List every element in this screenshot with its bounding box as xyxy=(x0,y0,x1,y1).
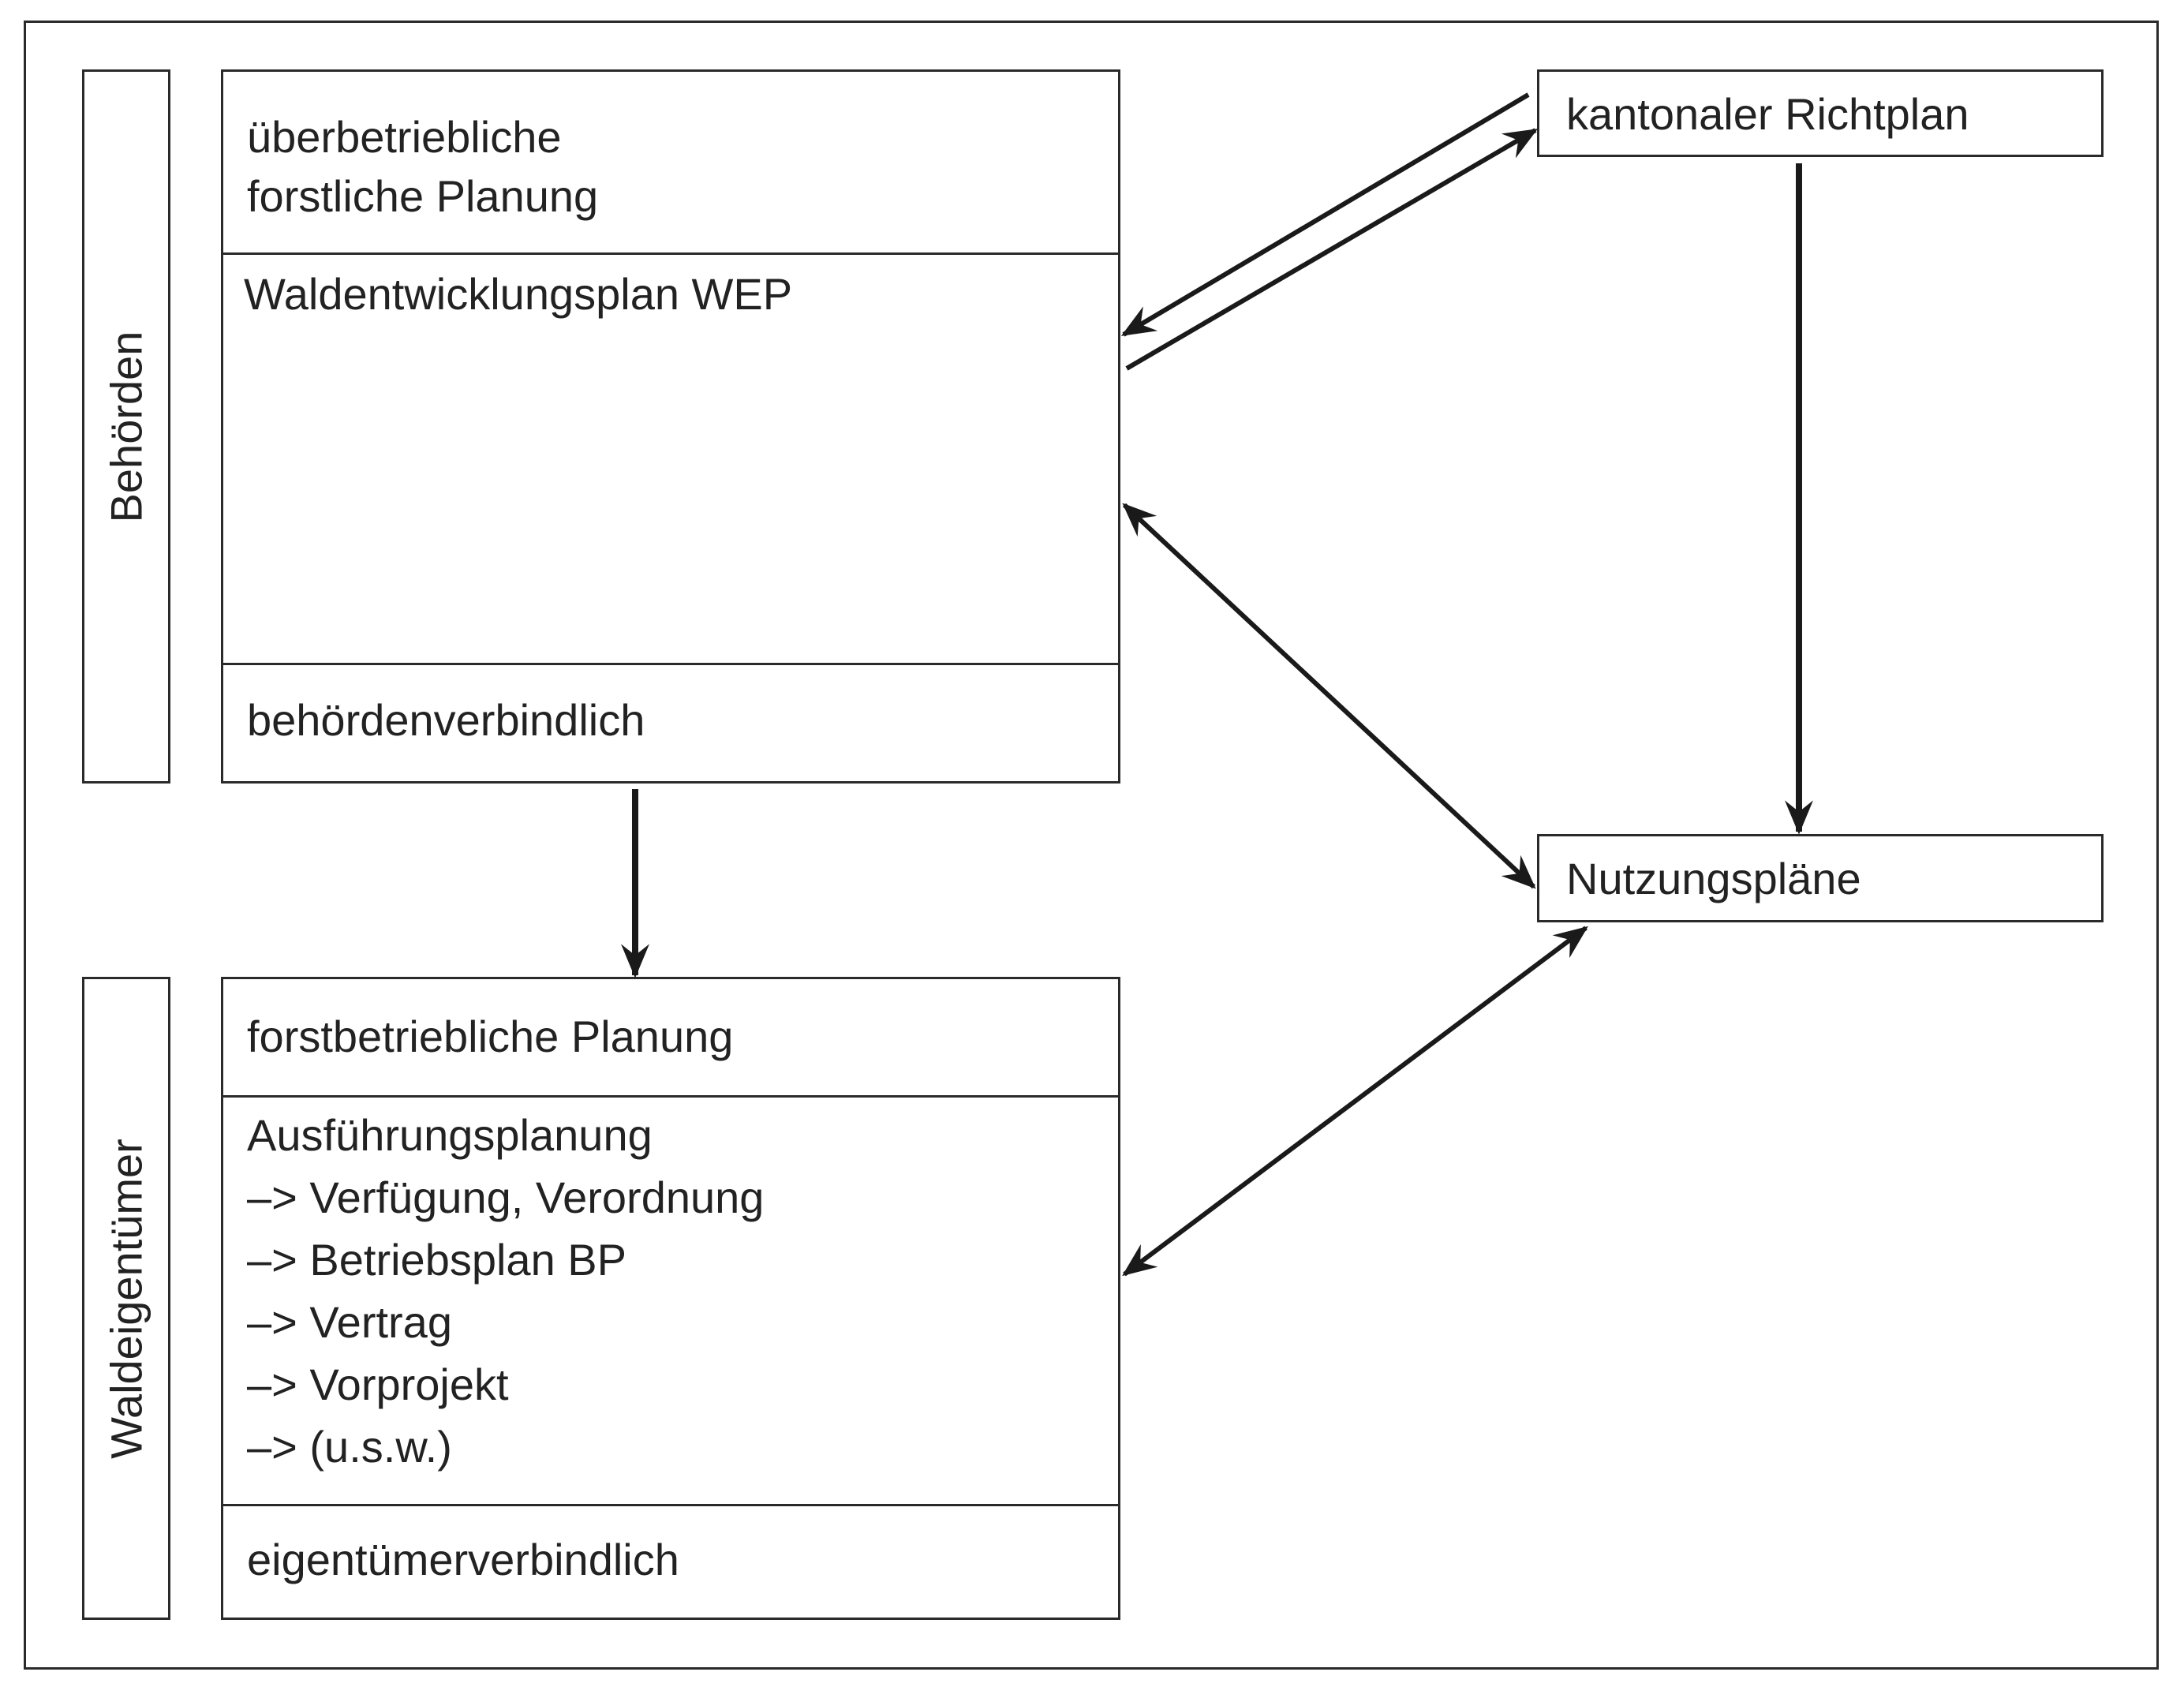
arrow-wep-nutzung-bidirectional xyxy=(1122,503,1536,889)
ausfuehrung-line-6: –> (u.s.w.) xyxy=(247,1422,452,1472)
lower-footer-cell: eigentümerverbindlich xyxy=(223,1504,1118,1618)
forstbetriebliche-label: forstbetriebliche Planung xyxy=(247,1012,734,1061)
eigentuemerverbindlich-label: eigentümerverbindlich xyxy=(247,1535,679,1584)
upper-header-line-1: überbetriebliche xyxy=(247,112,562,162)
ausfuehrung-line-1: Ausführungsplanung xyxy=(247,1110,653,1160)
ausfuehrung-line-4: –> Vertrag xyxy=(247,1297,452,1347)
ausfuehrung-cell: Ausführungsplanung –> Verfügung, Verordn… xyxy=(223,1095,1118,1504)
wep-label: Waldentwicklungsplan WEP xyxy=(244,269,793,319)
richtplan-box: kantonaler Richtplan xyxy=(1537,69,2104,157)
ausfuehrung-line-3: –> Betriebsplan BP xyxy=(247,1235,626,1285)
nutzungsplaene-box: Nutzungspläne xyxy=(1537,834,2104,922)
upper-footer-cell: behördenverbindlich xyxy=(223,663,1118,781)
side-label-behoerden: Behörden xyxy=(82,69,170,784)
ausfuehrung-line-2: –> Verfügung, Verordnung xyxy=(247,1173,765,1222)
diagram-frame xyxy=(24,21,2159,1670)
behoerdenverbindlich-label: behördenverbindlich xyxy=(247,695,645,745)
side-label-waldeigentuemer: Waldeigentümer xyxy=(82,977,170,1620)
upper-header-cell: überbetriebliche forstliche Planung xyxy=(223,72,1118,252)
wep-cell: Waldentwicklungsplan WEP xyxy=(223,252,1118,663)
upper-header-line-2: forstliche Planung xyxy=(247,171,599,221)
nutzungsplaene-label: Nutzungspläne xyxy=(1566,854,1861,903)
ausfuehrung-line-5: –> Vorprojekt xyxy=(247,1360,509,1409)
arrow-nutzung-ausfuehrung-bidirectional xyxy=(1122,926,1588,1277)
arrow-richtplan-to-wep xyxy=(1120,92,1530,337)
lower-planning-box: forstbetriebliche Planung Ausführungspla… xyxy=(221,977,1120,1620)
upper-planning-box: überbetriebliche forstliche Planung Wald… xyxy=(221,69,1120,784)
lower-header-cell: forstbetriebliche Planung xyxy=(223,979,1118,1095)
richtplan-label: kantonaler Richtplan xyxy=(1566,89,1969,139)
arrow-wep-to-richtplan xyxy=(1125,128,1539,371)
